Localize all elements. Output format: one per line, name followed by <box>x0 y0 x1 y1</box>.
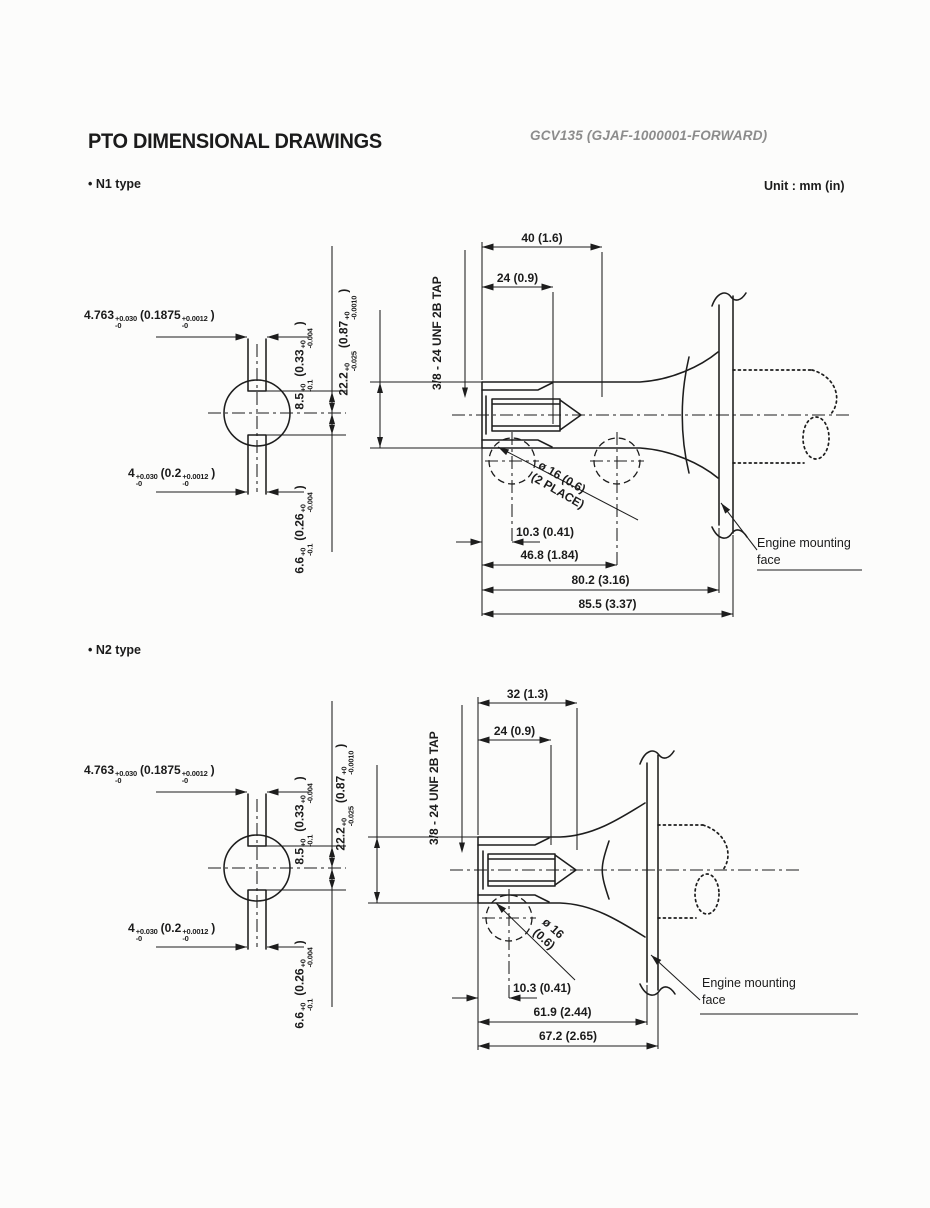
n1-key-height-bottom-dim: 6.6+0-0.1(0.26+0-0.004) <box>292 485 315 574</box>
n2-dim-top-outer: 32 (1.3) <box>506 687 549 701</box>
n2-tap-spec: 3/8 - 24 UNF 2B TAP <box>427 731 441 845</box>
page-title: PTO DIMENSIONAL DRAWINGS <box>88 130 382 153</box>
unit-label: Unit : mm (in) <box>764 179 845 193</box>
n1-dim-overall: 85.5 (3.37) <box>578 597 637 611</box>
n1-dim-top-outer: 40 (1.6) <box>521 231 563 245</box>
n2-key-height-top-dim: 8.5+0-0.1(0.33+0-0.004) <box>292 776 315 865</box>
n2-dim-overall: 67.2 (2.65) <box>538 1029 598 1043</box>
n1-dim-hole1: 10.3 (0.41) <box>516 525 575 539</box>
n2-linework <box>156 697 858 1050</box>
n2-key-width-top-dim: 4.763+0.030-0(0.1875+0.0012-0) <box>84 763 215 785</box>
n1-shaft-diameter-dim: 22.2+0-0.025(0.87+0-0.0010) <box>336 288 359 396</box>
n1-key-width-bottom-dim: 4+0.030-0(0.2+0.0012-0) <box>128 466 216 488</box>
n1-key-height-top-dim: 8.5+0-0.1(0.33+0-0.004) <box>292 321 315 410</box>
n1-section-label: • N1 type <box>88 177 142 191</box>
n2-dim-to-face: 61.9 (2.44) <box>533 1005 592 1019</box>
n2-key-width-bottom-dim: 4+0.030-0(0.2+0.0012-0) <box>128 921 216 943</box>
n2-key-height-bottom-dim: 6.6+0-0.1(0.26+0-0.004) <box>292 940 315 1029</box>
n1-key-width-top-dim: 4.763+0.030-0(0.1875+0.0012-0) <box>84 308 215 330</box>
n1-dim-top-inner: 24 (0.9) <box>496 271 539 285</box>
n2-dim-hole1: 10.3 (0.41) <box>513 981 572 995</box>
n2-section-label: • N2 type <box>88 643 142 657</box>
model-code: GCV135 (GJAF-1000001-FORWARD) <box>530 128 768 143</box>
n1-dim-to-face: 80.2 (3.16) <box>571 573 630 587</box>
n1-tap-spec: 3/8 - 24 UNF 2B TAP <box>430 276 444 390</box>
n2-shaft-diameter-dim: 22.2+0-0.025(0.87+0-0.0010) <box>333 743 356 851</box>
n2-dim-top-inner: 24 (0.9) <box>493 724 536 738</box>
n1-linework <box>156 242 862 618</box>
n1-dim-hole2: 46.8 (1.84) <box>520 548 579 562</box>
